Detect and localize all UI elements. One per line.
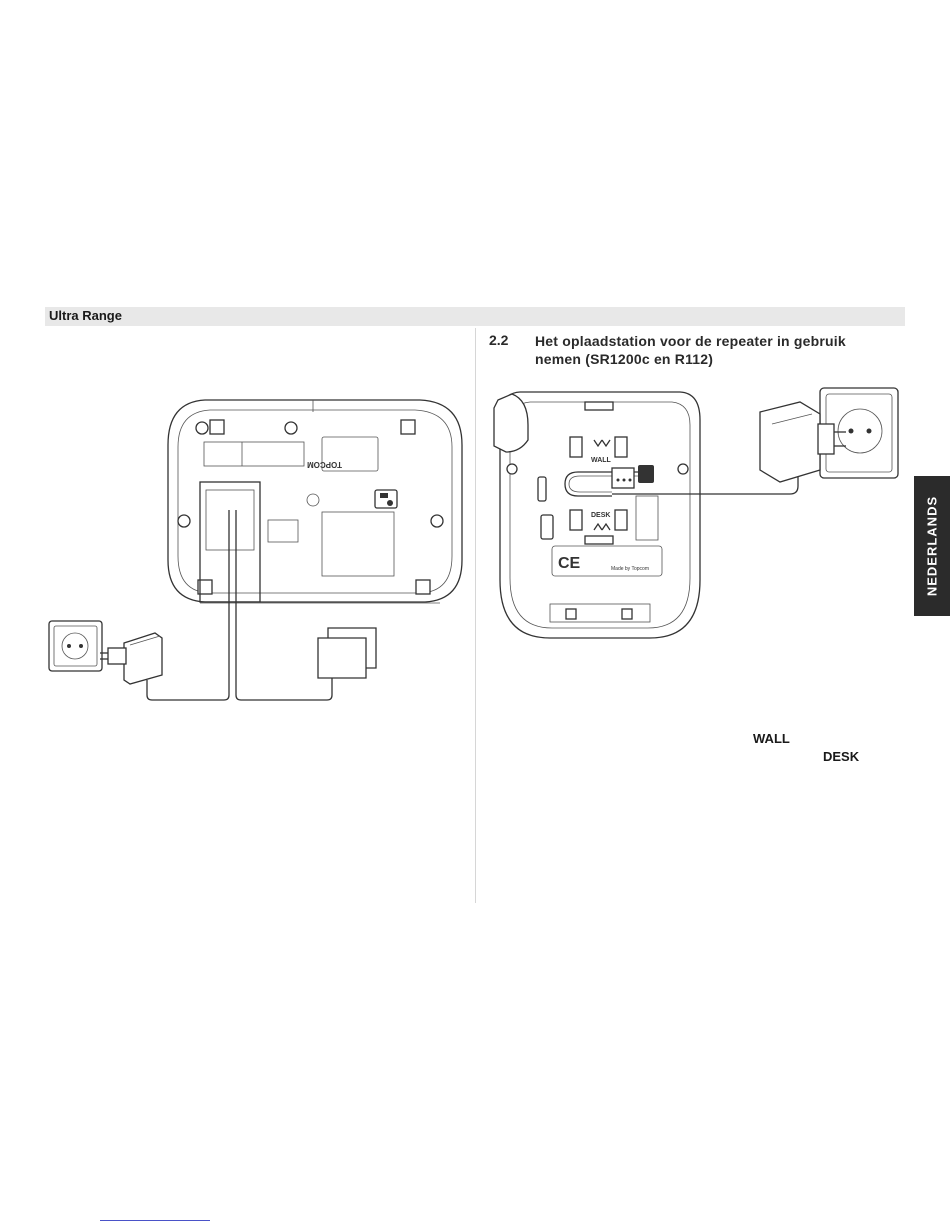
slot-wall-label: WALL bbox=[591, 457, 612, 464]
desk-label: DESK bbox=[823, 749, 859, 764]
slot-desk-label: DESK bbox=[591, 512, 610, 519]
made-by-label: Made by Topcom bbox=[611, 566, 649, 572]
wall-label: WALL bbox=[753, 731, 790, 746]
svg-text:CE: CE bbox=[558, 555, 581, 572]
footer-rule bbox=[100, 1220, 210, 1221]
